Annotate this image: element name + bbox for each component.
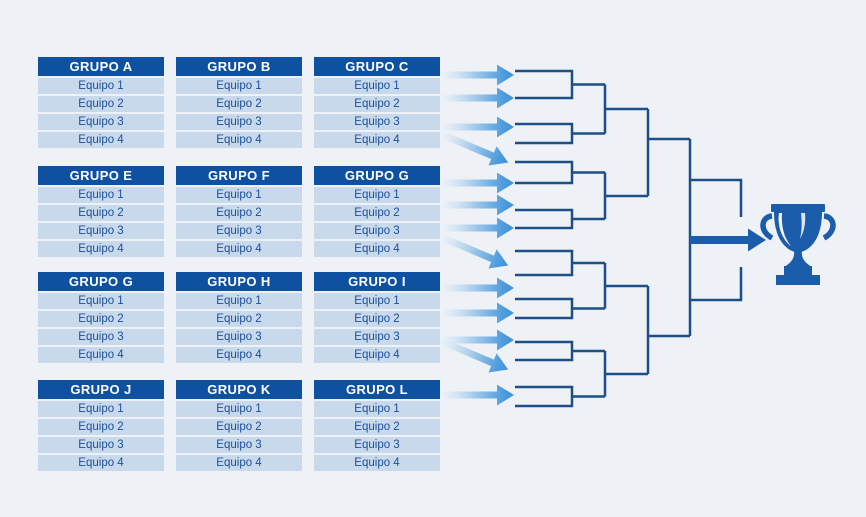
team-row: Equipo 2 xyxy=(314,205,440,221)
team-row: Equipo 4 xyxy=(176,241,302,257)
team-row: Equipo 1 xyxy=(314,187,440,203)
group-table: GRUPO A Equipo 1 Equipo 2 Equipo 3 Equip… xyxy=(38,57,164,148)
flow-arrow-diagonal-icon xyxy=(436,227,513,276)
team-row: Equipo 1 xyxy=(176,401,302,417)
team-row: Equipo 1 xyxy=(314,78,440,94)
group-title: GRUPO L xyxy=(314,380,440,399)
team-row: Equipo 4 xyxy=(176,455,302,471)
bracket-lines xyxy=(515,69,743,408)
team-row: Equipo 3 xyxy=(176,437,302,453)
team-row: Equipo 1 xyxy=(38,187,164,203)
team-row: Equipo 2 xyxy=(314,419,440,435)
team-row: Equipo 2 xyxy=(176,311,302,327)
team-row: Equipo 3 xyxy=(38,329,164,345)
group-title: GRUPO F xyxy=(176,166,302,185)
group-table: GRUPO I Equipo 1 Equipo 2 Equipo 3 Equip… xyxy=(314,272,440,363)
trophy-icon xyxy=(760,204,836,285)
team-row: Equipo 3 xyxy=(176,114,302,130)
team-row: Equipo 4 xyxy=(38,132,164,148)
team-row: Equipo 2 xyxy=(314,311,440,327)
group-title: GRUPO E xyxy=(38,166,164,185)
team-row: Equipo 3 xyxy=(38,223,164,239)
team-row: Equipo 3 xyxy=(314,437,440,453)
group-title: GRUPO A xyxy=(38,57,164,76)
group-title: GRUPO C xyxy=(314,57,440,76)
team-row: Equipo 4 xyxy=(176,347,302,363)
group-title: GRUPO H xyxy=(176,272,302,291)
group-title: GRUPO G xyxy=(38,272,164,291)
flow-arrow-icon xyxy=(441,384,514,406)
team-row: Equipo 4 xyxy=(314,132,440,148)
champion-arrow-icon xyxy=(690,228,766,252)
team-row: Equipo 2 xyxy=(38,96,164,112)
team-row: Equipo 3 xyxy=(176,329,302,345)
flow-arrow-diagonal-icon xyxy=(436,331,513,380)
team-row: Equipo 4 xyxy=(176,132,302,148)
group-title: GRUPO I xyxy=(314,272,440,291)
team-row: Equipo 3 xyxy=(38,114,164,130)
team-row: Equipo 3 xyxy=(314,329,440,345)
team-row: Equipo 1 xyxy=(314,401,440,417)
team-row: Equipo 1 xyxy=(176,293,302,309)
flow-arrow-icon xyxy=(441,329,514,351)
team-row: Equipo 1 xyxy=(176,187,302,203)
group-table: GRUPO E Equipo 1 Equipo 2 Equipo 3 Equip… xyxy=(38,166,164,257)
team-row: Equipo 2 xyxy=(176,205,302,221)
team-row: Equipo 1 xyxy=(38,78,164,94)
flow-arrow-icon xyxy=(441,217,514,239)
qualification-arrows xyxy=(436,64,514,406)
group-table: GRUPO J Equipo 1 Equipo 2 Equipo 3 Equip… xyxy=(38,380,164,471)
team-row: Equipo 4 xyxy=(314,455,440,471)
group-title: GRUPO B xyxy=(176,57,302,76)
flow-arrow-icon xyxy=(441,87,514,109)
group-table: GRUPO B Equipo 1 Equipo 2 Equipo 3 Equip… xyxy=(176,57,302,148)
team-row: Equipo 4 xyxy=(314,347,440,363)
team-row: Equipo 4 xyxy=(38,241,164,257)
flow-arrow-icon xyxy=(441,277,514,299)
team-row: Equipo 2 xyxy=(176,419,302,435)
group-title: GRUPO K xyxy=(176,380,302,399)
flow-arrow-icon xyxy=(441,64,514,86)
team-row: Equipo 1 xyxy=(38,293,164,309)
team-row: Equipo 1 xyxy=(314,293,440,309)
flow-arrow-icon xyxy=(441,172,514,194)
group-table: GRUPO C Equipo 1 Equipo 2 Equipo 3 Equip… xyxy=(314,57,440,148)
team-row: Equipo 3 xyxy=(314,223,440,239)
flow-arrow-icon xyxy=(441,194,514,216)
team-row: Equipo 2 xyxy=(176,96,302,112)
team-row: Equipo 2 xyxy=(38,311,164,327)
team-row: Equipo 1 xyxy=(176,78,302,94)
team-row: Equipo 2 xyxy=(38,205,164,221)
group-title: GRUPO G xyxy=(314,166,440,185)
team-row: Equipo 3 xyxy=(314,114,440,130)
group-table: GRUPO F Equipo 1 Equipo 2 Equipo 3 Equip… xyxy=(176,166,302,257)
group-table: GRUPO L Equipo 1 Equipo 2 Equipo 3 Equip… xyxy=(314,380,440,471)
flow-arrow-icon xyxy=(441,302,514,324)
team-row: Equipo 4 xyxy=(314,241,440,257)
team-row: Equipo 4 xyxy=(38,455,164,471)
flow-arrow-diagonal-icon xyxy=(436,124,513,173)
group-table: GRUPO G Equipo 1 Equipo 2 Equipo 3 Equip… xyxy=(314,166,440,257)
team-row: Equipo 2 xyxy=(314,96,440,112)
team-row: Equipo 3 xyxy=(38,437,164,453)
team-row: Equipo 4 xyxy=(38,347,164,363)
team-row: Equipo 1 xyxy=(38,401,164,417)
team-row: Equipo 3 xyxy=(176,223,302,239)
team-row: Equipo 2 xyxy=(38,419,164,435)
group-table: GRUPO G Equipo 1 Equipo 2 Equipo 3 Equip… xyxy=(38,272,164,363)
group-title: GRUPO J xyxy=(38,380,164,399)
flow-arrow-icon xyxy=(441,116,514,138)
group-table: GRUPO H Equipo 1 Equipo 2 Equipo 3 Equip… xyxy=(176,272,302,363)
group-table: GRUPO K Equipo 1 Equipo 2 Equipo 3 Equip… xyxy=(176,380,302,471)
